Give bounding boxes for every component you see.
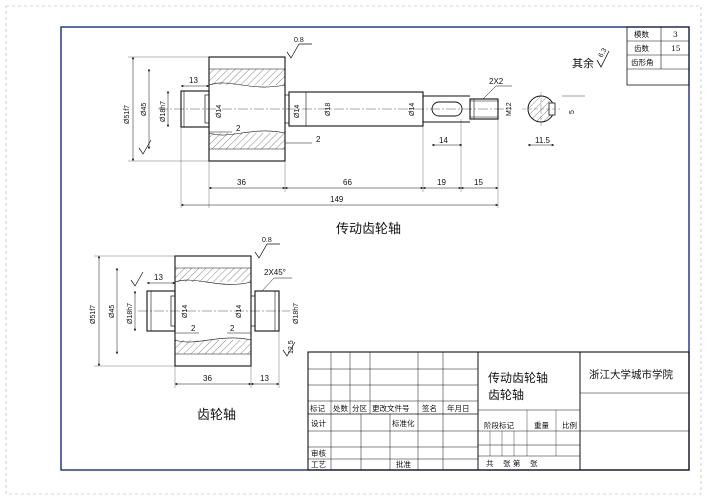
- bottom-dim-d18a: Ø18h7: [127, 303, 134, 324]
- top-dim-d51: Ø51f7: [124, 105, 131, 124]
- bottom-dim-l13a: 13: [154, 273, 163, 282]
- tb-header-sign: 签名: [422, 403, 437, 413]
- top-dim-chamfer: 2X2: [489, 77, 504, 86]
- param-label-module: 模数: [634, 29, 649, 39]
- top-dim-l66: 66: [343, 178, 352, 187]
- param-label-pressure-angle: 齿形角: [631, 57, 654, 67]
- top-view-title: 传动齿轮轴: [336, 222, 401, 237]
- roughness-rest-label: 其余: [572, 56, 594, 70]
- top-view: Ø51f7 Ø45 Ø18h7 Ø14 Ø14 Ø18 Ø14 M12 13 2…: [124, 37, 585, 237]
- tb-approve: 批准: [396, 459, 411, 469]
- top-dim-d18b: Ø18: [325, 103, 332, 116]
- roughness-bottom-icon: [254, 243, 280, 259]
- top-dim-s11-5: 11.5: [535, 136, 551, 145]
- tb-review: 审核: [311, 448, 326, 458]
- tb-standard: 标准化: [392, 418, 415, 428]
- roughness-rest: 其余 6.3: [572, 47, 610, 70]
- tb-header-mark: 标记: [310, 403, 325, 413]
- bottom-dim-d18b: Ø18h7: [293, 303, 300, 324]
- title-block-name1: 传动齿轮轴: [488, 370, 548, 385]
- top-dim-d14c: Ø14: [409, 103, 416, 116]
- roughness-left-icon: [138, 139, 152, 155]
- bottom-dim-chamfer: 2X45°: [264, 268, 286, 277]
- roughness-rest-value: 6.3: [598, 47, 609, 59]
- tb-header-date: 年月日: [447, 403, 470, 413]
- top-dim-l14: 14: [439, 136, 448, 145]
- bottom-view-title: 齿轮轴: [197, 408, 236, 423]
- tb-process: 工艺: [311, 460, 326, 469]
- side-roughness-value: 12.5: [288, 340, 295, 354]
- roughness-side-icon: [282, 341, 296, 357]
- top-dim-l19: 19: [437, 178, 446, 187]
- top-dim-m12: M12: [506, 102, 513, 116]
- bottom-view: Ø51f7 Ø45 Ø18h7 Ø14 Ø14 Ø18h7 13 2 2 36 …: [90, 237, 300, 423]
- bottom-dim-d45: Ø45: [109, 305, 116, 318]
- top-dim-l2a: 2: [236, 124, 241, 133]
- top-dim-l36: 36: [237, 178, 246, 187]
- roughness-bottom-left-icon: [130, 271, 144, 287]
- tb-scale: 比例: [562, 420, 577, 430]
- top-dim-d18a: Ø18h7: [160, 101, 167, 122]
- tb-sheets: 共 张 第 张: [486, 458, 538, 468]
- tb-header-change-doc: 更改文件号: [372, 403, 410, 413]
- top-dim-d14b: Ø14: [294, 105, 301, 118]
- tb-stage-mark: 阶段标记: [484, 420, 514, 430]
- top-dim-l2b: 2: [316, 135, 321, 144]
- top-dim-l15: 15: [474, 178, 483, 187]
- top-dim-s5: 5: [569, 110, 576, 114]
- roughness-symbol-icon: [596, 50, 610, 68]
- roughness-top-icon: [286, 43, 312, 59]
- tb-header-zone: 分区: [352, 404, 367, 413]
- title-block: 传动齿轮轴 齿轮轴 浙江大学城市学院 标记 处数 分区 更改文件号 签名 年月日…: [307, 351, 690, 471]
- param-table: 模数 3 齿数 15 齿形角: [626, 26, 690, 86]
- param-value-module: 3: [673, 30, 678, 39]
- bottom-dim-d14a: Ø14: [182, 305, 189, 318]
- top-roughness-value: 0.8: [294, 37, 304, 44]
- title-block-school: 浙江大学城市学院: [589, 368, 673, 381]
- top-dim-d45: Ø45: [141, 103, 148, 116]
- tb-weight: 重量: [534, 421, 549, 430]
- top-dim-d14a: Ø14: [216, 105, 223, 118]
- top-dim-l13: 13: [189, 76, 198, 85]
- bottom-dim-d51: Ø51f7: [90, 305, 97, 324]
- tb-design: 设计: [311, 418, 326, 428]
- bottom-dim-d14b: Ø14: [236, 305, 243, 318]
- bottom-dim-l36: 36: [203, 374, 212, 383]
- tb-header-count: 处数: [333, 403, 348, 413]
- title-block-name2: 齿轮轴: [488, 387, 524, 402]
- sheet-edge: [5, 5, 702, 495]
- bottom-dim-l13b: 13: [260, 374, 269, 383]
- bottom-dim-l2b: 2: [230, 324, 235, 333]
- param-label-teeth: 齿数: [634, 43, 649, 53]
- top-dim-l149: 149: [330, 195, 344, 204]
- bottom-dim-l2a: 2: [191, 324, 196, 333]
- param-value-teeth: 15: [671, 44, 681, 53]
- bottom-roughness-value: 0.8: [262, 237, 272, 244]
